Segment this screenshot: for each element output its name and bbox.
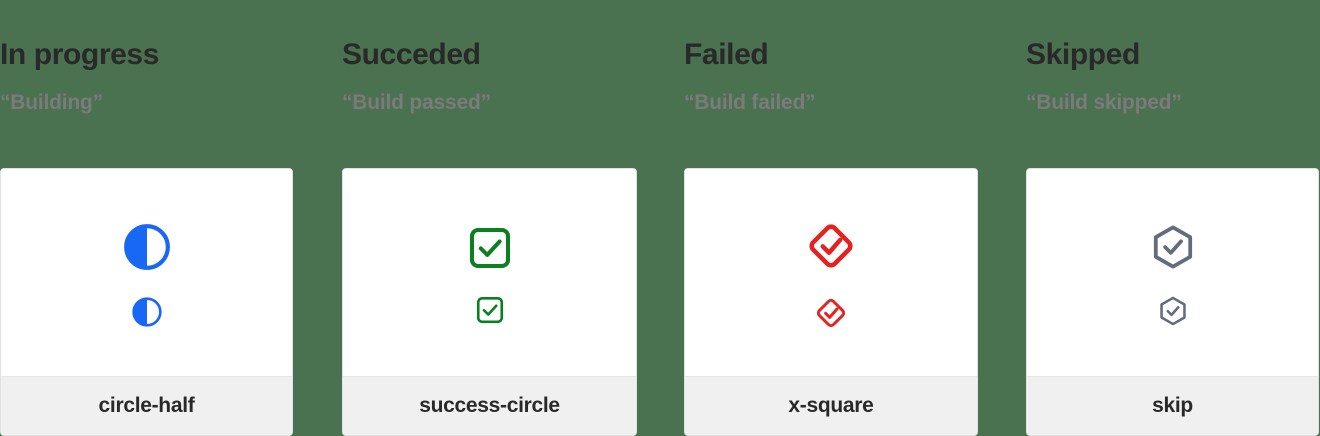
circle-half-icon-small	[131, 296, 163, 328]
status-column-failed: Failed “Build failed”	[684, 0, 978, 436]
column-subtitle: “Build passed”	[342, 91, 491, 114]
icon-preview-area	[685, 169, 977, 376]
column-subtitle: “Build skipped”	[1026, 91, 1182, 114]
icon-name-label: skip	[1152, 394, 1193, 417]
icon-name-footer: skip	[1027, 376, 1318, 435]
status-column-in-progress: In progress “Building” cir	[0, 0, 293, 436]
status-column-succeded: Succeded “Build passed” su	[342, 0, 637, 436]
x-square-icon	[805, 220, 857, 272]
column-title: Failed	[684, 38, 769, 71]
success-circle-icon-small	[475, 295, 505, 325]
status-column-skipped: Skipped “Build skipped” sk	[1026, 0, 1319, 436]
icon-card[interactable]: x-square	[684, 168, 978, 436]
icon-name-footer: circle-half	[1, 376, 292, 435]
icon-preview-area	[1, 169, 292, 376]
skip-icon-small	[1157, 295, 1189, 327]
icon-name-label: circle-half	[98, 394, 195, 417]
column-subtitle: “Build failed”	[684, 91, 816, 114]
icon-card[interactable]: circle-half	[0, 168, 293, 436]
icon-card[interactable]: skip	[1026, 168, 1319, 436]
icon-preview-area	[343, 169, 636, 376]
x-square-icon-small	[814, 296, 848, 330]
column-title: Skipped	[1026, 38, 1140, 71]
column-subtitle: “Building”	[0, 91, 103, 114]
column-title: Succeded	[342, 38, 481, 71]
success-circle-icon	[467, 225, 513, 271]
icon-name-footer: x-square	[685, 376, 977, 435]
skip-icon	[1149, 223, 1197, 271]
circle-half-icon	[122, 222, 172, 272]
icon-preview-area	[1027, 169, 1318, 376]
icon-name-footer: success-circle	[343, 376, 636, 435]
column-title: In progress	[0, 38, 159, 71]
icon-card[interactable]: success-circle	[342, 168, 637, 436]
icon-name-label: success-circle	[419, 394, 560, 417]
icon-name-label: x-square	[788, 394, 874, 417]
